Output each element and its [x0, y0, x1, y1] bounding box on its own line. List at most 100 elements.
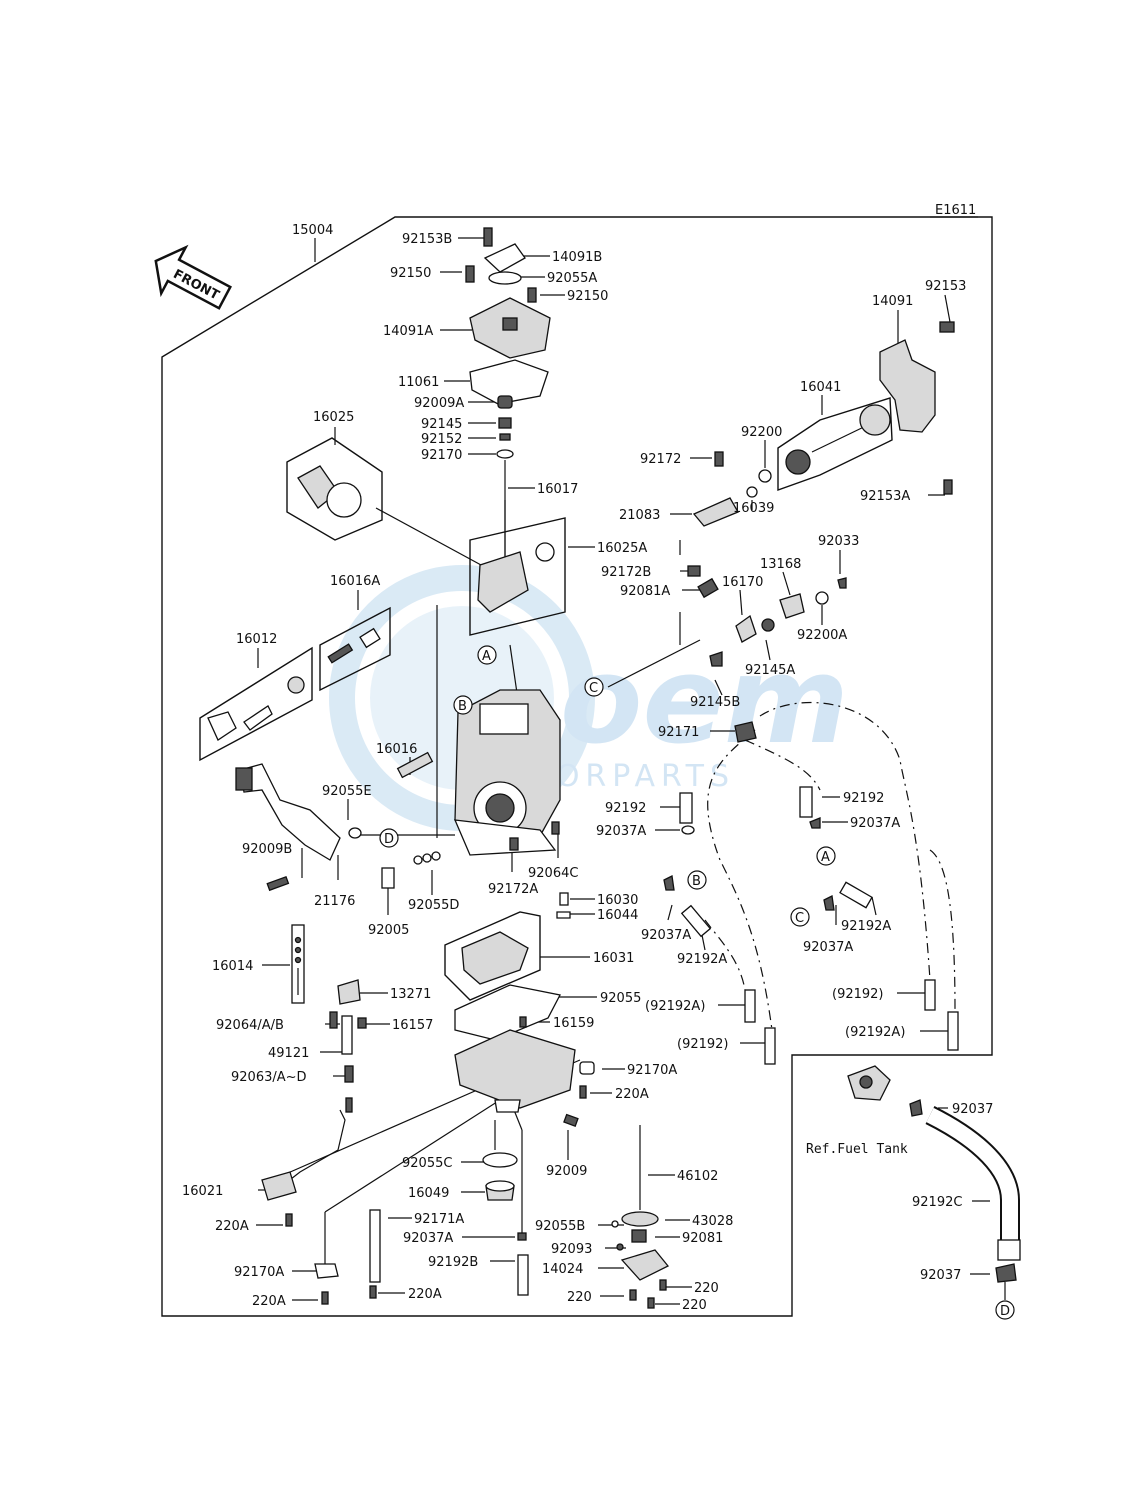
label-92037A-c: 92037A — [850, 816, 900, 831]
label-220A-b: 220A — [215, 1219, 249, 1234]
label-92153B: 92153B — [402, 232, 452, 247]
label-16025: 16025 — [313, 410, 354, 425]
clip-92037A-bottom — [517, 1232, 527, 1241]
label-92145B: 92145B — [690, 695, 740, 710]
label-16044: 16044 — [597, 908, 638, 923]
hose-92192A-p2 — [947, 1011, 959, 1051]
label-92200: 92200 — [741, 425, 782, 440]
label-92170A-b: 92170A — [234, 1265, 284, 1280]
washer-16039 — [746, 486, 758, 498]
bolt-92009 — [563, 1113, 579, 1127]
label-92033: 92033 — [818, 534, 859, 549]
hose-92192-left — [679, 792, 693, 824]
label-49121: 49121 — [268, 1046, 309, 1061]
seal-oring — [326, 482, 362, 518]
clip-16044 — [556, 911, 571, 919]
jet-kit-16014 — [291, 924, 305, 1004]
screw-16016 — [396, 751, 434, 779]
label-220-b: 220 — [567, 1290, 592, 1305]
hose-92192-p2 — [924, 979, 936, 1011]
label-92009: 92009 — [546, 1164, 587, 1179]
washer-92200A — [815, 591, 829, 605]
carburetor-top — [479, 703, 529, 735]
throttle-valve — [477, 551, 529, 613]
screw-92064C — [551, 821, 560, 835]
clamp-92170A-bottom — [314, 1263, 339, 1279]
svg-text:B: B — [458, 699, 467, 714]
cap-92009A — [497, 395, 513, 409]
label-92037A-d: 92037A — [641, 928, 691, 943]
screw-220A-bottom — [321, 1291, 329, 1305]
label-92172B: 92172B — [601, 565, 651, 580]
label-16016: 16016 — [376, 742, 417, 757]
box-16025 — [286, 437, 383, 541]
hose-92192A-p1 — [744, 989, 756, 1023]
roller-16025A — [535, 542, 555, 562]
label-92172: 92172 — [640, 452, 681, 467]
callout-a-hose: A — [816, 846, 836, 866]
label-92192B: 92192B — [428, 1255, 478, 1270]
assembly-frame — [161, 216, 993, 1317]
valve-16030 — [559, 892, 569, 906]
oring-92055D-b — [422, 853, 432, 863]
label-16016A: 16016A — [330, 574, 380, 589]
box-16012 — [199, 646, 313, 762]
spring-92081A — [697, 577, 719, 599]
gasket-11061 — [469, 359, 549, 405]
label-92081: 92081 — [682, 1231, 723, 1246]
sensor-21176 — [239, 763, 341, 861]
label-46102: 46102 — [677, 1169, 718, 1184]
box-16016A — [319, 606, 391, 692]
label-220A-c: 220A — [252, 1294, 286, 1309]
watermark: oem MOTORPARTS — [329, 565, 849, 831]
hose-92192A-mid — [680, 904, 712, 938]
label-13271: 13271 — [390, 987, 431, 1002]
bolt-92150-right — [527, 287, 537, 303]
clip-92037A-left — [681, 825, 695, 835]
label-92170A-a: 92170A — [627, 1063, 677, 1078]
callout-b-hose: B — [687, 870, 707, 890]
cover-port — [502, 317, 518, 331]
label-16021: 16021 — [182, 1184, 223, 1199]
clip-92037A-C — [823, 895, 835, 911]
label-92192A-paren-1: (92192A) — [645, 999, 705, 1014]
parts — [199, 227, 1021, 1309]
svg-text:C: C — [589, 681, 598, 696]
oring-92093 — [616, 1243, 624, 1251]
jet-16157 — [357, 1017, 367, 1029]
label-16014: 16014 — [212, 959, 253, 974]
label-16017: 16017 — [537, 482, 578, 497]
label-14091B: 14091B — [552, 250, 602, 265]
diaphragm-43028 — [621, 1211, 659, 1227]
label-16012: 16012 — [236, 632, 277, 647]
svg-text:A: A — [482, 649, 491, 664]
clip-92033 — [837, 577, 847, 589]
svg-text:D: D — [384, 832, 394, 847]
label-92055C: 92055C — [402, 1156, 452, 1171]
label-92170: 92170 — [421, 448, 462, 463]
label-21176: 21176 — [314, 894, 355, 909]
label-92009B: 92009B — [242, 842, 292, 857]
bolt-92153 — [939, 321, 955, 333]
screw-92172 — [714, 451, 724, 467]
label-220A-a: 220A — [615, 1087, 649, 1102]
front-arrow: FRONT — [154, 244, 232, 310]
callout-c-hose: C — [790, 907, 810, 927]
label-92145: 92145 — [421, 417, 462, 432]
label-92192-a: 92192 — [605, 801, 646, 816]
label-92192-paren-2: (92192) — [832, 987, 884, 1002]
shaft-16041 — [811, 423, 871, 453]
oring-92055D-c — [431, 851, 441, 861]
hose-92192B — [517, 1254, 529, 1296]
oring-92055B — [611, 1220, 619, 1228]
carburetor-bore-inner — [485, 793, 515, 823]
spring-92081 — [631, 1229, 647, 1243]
label-92145A: 92145A — [745, 663, 795, 678]
carburetor-base — [453, 819, 557, 856]
fitting-16012 — [287, 676, 305, 694]
label-13168: 13168 — [760, 557, 801, 572]
screw-92172B — [687, 565, 701, 577]
float-bowl-spout — [494, 1099, 521, 1113]
bolt-92153B — [483, 227, 493, 247]
